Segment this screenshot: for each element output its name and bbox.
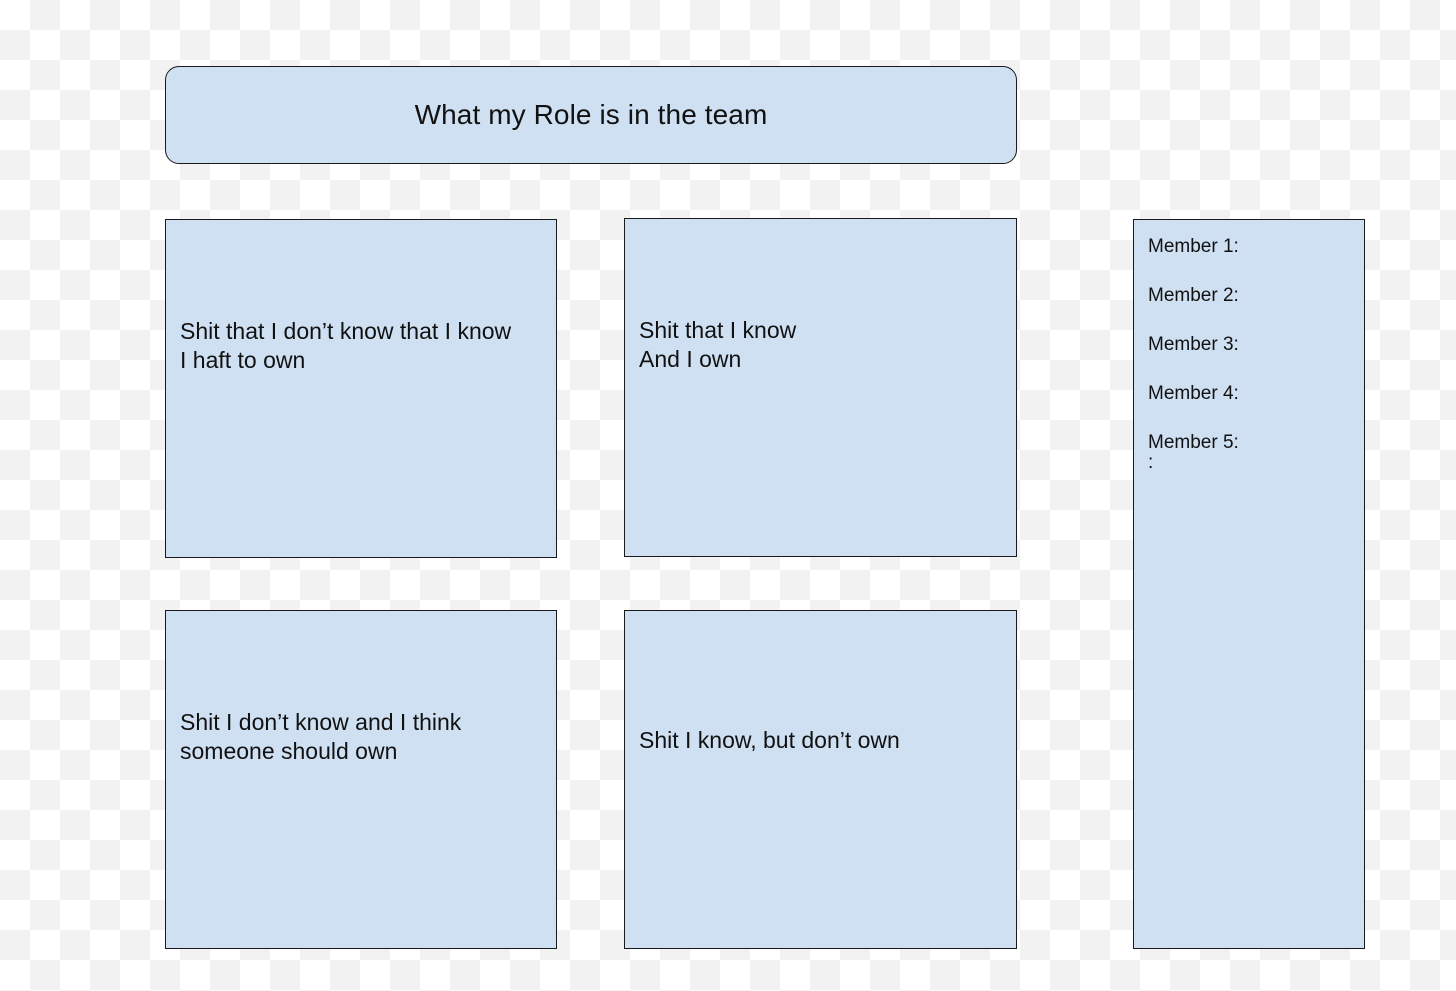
title-box: What my Role is in the team xyxy=(165,66,1017,164)
quadrant-label: Shit I know, but don’t own xyxy=(639,727,900,753)
quadrant-know-but-dont-own: Shit I know, but don’t own xyxy=(624,610,1017,949)
quadrant-label: Shit I don’t know and I think someone sh… xyxy=(180,708,462,764)
quadrant-know-and-own: Shit that I know And I own xyxy=(624,218,1017,557)
member-item-1: Member 1: xyxy=(1148,236,1239,257)
quadrant-label: Shit that I don’t know that I know I haf… xyxy=(180,317,512,373)
member-trailer: : xyxy=(1148,452,1154,473)
member-item-3: Member 3: xyxy=(1148,334,1239,355)
members-panel: Member 1: Member 2: Member 3: Member 4: … xyxy=(1133,219,1365,949)
member-item-2: Member 2: xyxy=(1148,285,1239,306)
member-list: Member 1: Member 2: Member 3: Member 4: … xyxy=(1148,236,1350,454)
quadrant-label: Shit that I know And I own xyxy=(639,316,797,372)
quadrant-dont-know-know-haft-to-own: Shit that I don’t know that I know I haf… xyxy=(165,219,557,558)
member-item-5: Member 5: xyxy=(1148,432,1239,453)
quadrant-dont-know-someone-should-own: Shit I don’t know and I think someone sh… xyxy=(165,610,557,949)
member-item-4: Member 4: xyxy=(1148,383,1239,404)
diagram-title: What my Role is in the team xyxy=(414,99,768,130)
